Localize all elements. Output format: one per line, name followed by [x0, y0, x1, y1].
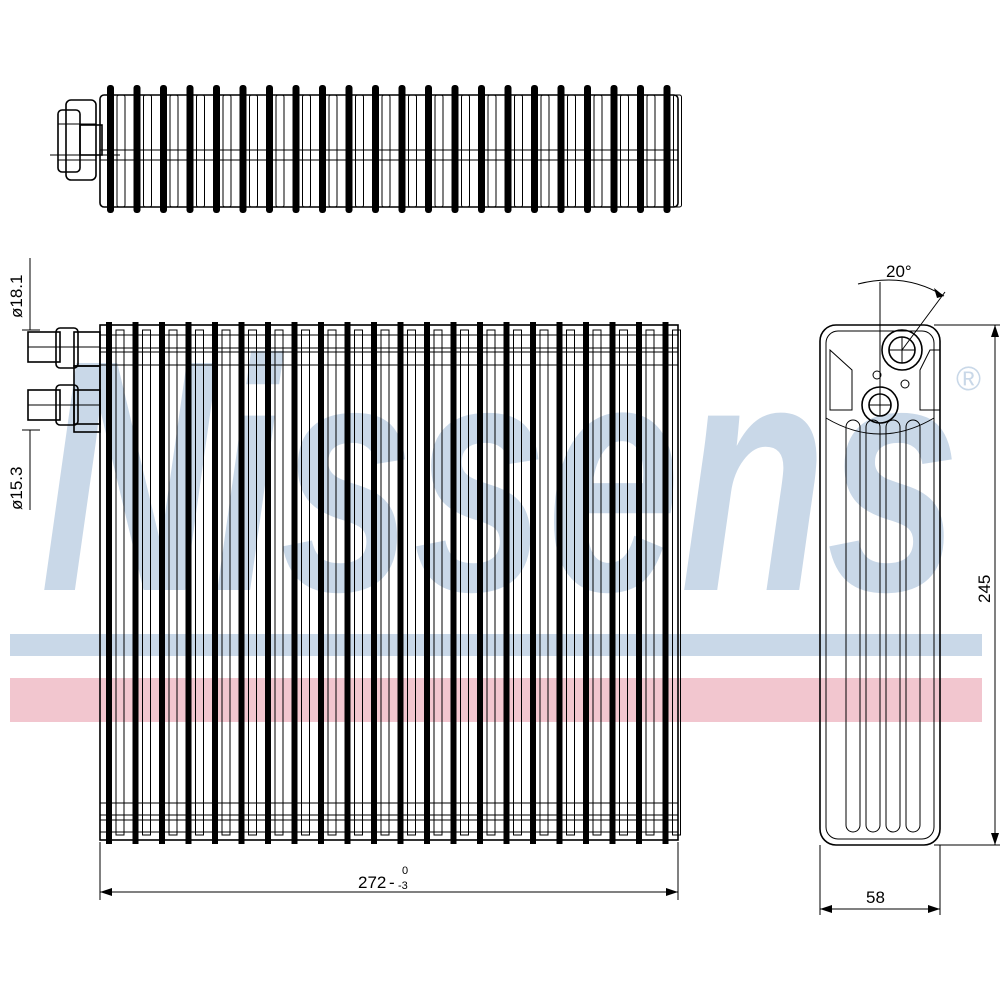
height-dimension-label: 245 — [975, 575, 994, 603]
top-view-fin — [610, 85, 629, 213]
top-view-fin — [160, 85, 179, 213]
front-view-tube — [530, 322, 549, 844]
top-view-fin — [319, 85, 338, 213]
width-tolerance-lower: -3 — [398, 880, 408, 892]
angle-label: 20° — [886, 262, 912, 281]
watermark-brand: Nissens — [40, 291, 960, 660]
watermark-stripe-blue — [10, 634, 982, 656]
width-dimension-dash: - — [389, 873, 395, 892]
top-view-fin — [107, 85, 126, 213]
front-view-tube — [609, 322, 628, 844]
top-view-fin — [584, 85, 603, 213]
pipe-fitting-lower — [27, 365, 101, 433]
top-view-fin — [531, 85, 550, 213]
top-view-fin — [425, 85, 444, 213]
top-view-fin — [504, 85, 523, 213]
width-dimension-label: 272 — [358, 873, 386, 892]
front-view-tube — [636, 322, 655, 844]
pipe-lower-diameter-label: ø15.3 — [7, 467, 26, 510]
pipe-upper-diameter-label: ø18.1 — [7, 275, 26, 318]
top-view-fin — [663, 85, 682, 213]
top-view — [50, 85, 682, 213]
top-view-fin — [557, 85, 576, 213]
front-view-tube — [318, 322, 337, 844]
front-view-tube — [662, 322, 681, 844]
top-view-fin — [133, 85, 152, 213]
watermark-stripe-red — [10, 678, 982, 722]
top-view-fin — [478, 85, 497, 213]
top-view-fitting — [57, 99, 103, 181]
front-view-tube — [450, 322, 469, 844]
front-view: ø18.1 ø15.3 272 - 0 -3 — [7, 258, 681, 900]
top-view-fin — [266, 85, 285, 213]
top-view-fins — [107, 85, 682, 213]
registered-mark: ® — [956, 360, 981, 398]
front-view-tube — [556, 322, 575, 844]
top-view-fin — [451, 85, 470, 213]
front-view-tube — [265, 322, 284, 844]
front-view-tube — [238, 322, 257, 844]
front-view-tube — [185, 322, 204, 844]
front-view-tube — [106, 322, 125, 844]
top-view-fin — [345, 85, 364, 213]
front-view-body — [99, 324, 679, 841]
front-view-tube — [371, 322, 390, 844]
front-view-tube — [291, 322, 310, 844]
depth-dimension-label: 58 — [866, 888, 885, 907]
front-view-tube — [424, 322, 443, 844]
front-view-tubes — [106, 322, 681, 844]
top-view-fin — [637, 85, 656, 213]
top-view-fin — [292, 85, 311, 213]
front-view-tube — [397, 322, 416, 844]
top-view-fin — [398, 85, 417, 213]
top-view-fin — [186, 85, 205, 213]
top-view-fin — [239, 85, 258, 213]
front-view-tube — [477, 322, 496, 844]
side-view: 20° 245 58 — [819, 262, 1000, 915]
front-view-tube — [503, 322, 522, 844]
top-view-fin — [213, 85, 232, 213]
front-view-tube — [344, 322, 363, 844]
front-view-tube — [159, 322, 178, 844]
front-view-tube — [132, 322, 151, 844]
front-view-tube — [212, 322, 231, 844]
front-view-tube — [583, 322, 602, 844]
top-view-fin — [372, 85, 391, 213]
width-tolerance-upper: 0 — [402, 865, 408, 877]
